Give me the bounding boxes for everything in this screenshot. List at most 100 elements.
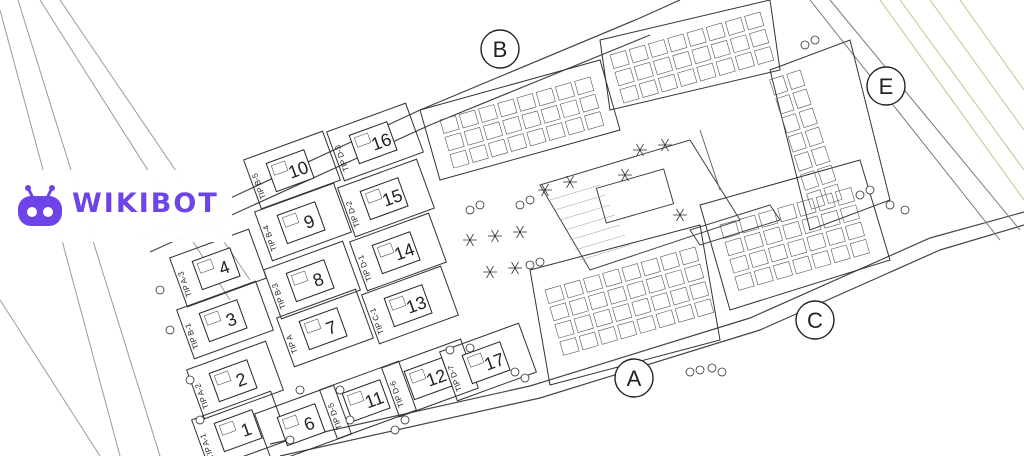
parking-stall (458, 109, 479, 129)
parking-stall (559, 337, 580, 356)
house-room (376, 242, 395, 258)
parking-stall (694, 298, 715, 318)
palm-tree-icon (618, 168, 632, 182)
shrub-icon (800, 40, 810, 50)
parking-stall (793, 151, 813, 172)
parking-stall (772, 261, 793, 280)
parking-stall (768, 243, 788, 263)
lot-boundary (360, 265, 460, 345)
parking-block (544, 246, 715, 356)
parking-stall (734, 272, 755, 291)
parking-stall (787, 132, 807, 153)
shrub-icon (535, 257, 545, 267)
brand-name: WIKIBOT (72, 188, 219, 219)
parking-cells (439, 11, 870, 356)
house-room (303, 318, 322, 334)
parking-stall (734, 51, 755, 71)
parking-stall (573, 314, 594, 333)
parking-stall (648, 39, 669, 58)
lot-boundary (253, 384, 353, 456)
parking-stall (800, 170, 820, 191)
parking-stall (640, 257, 661, 277)
parking-stall (653, 56, 674, 76)
parking-stall (811, 145, 831, 167)
house-room (408, 368, 427, 384)
wing-label-b: B (480, 29, 520, 69)
shrub-icon (865, 185, 875, 195)
brand-logo: WIKIBOT (0, 170, 232, 242)
shrub-icon (525, 260, 535, 270)
shrub-icon (285, 435, 295, 445)
parking-stall (579, 93, 600, 113)
lot-boundary (438, 322, 538, 402)
lot-boundary (190, 390, 290, 456)
house-footprint (359, 177, 409, 221)
parking-stall (686, 28, 707, 47)
shrub-icon (465, 343, 475, 353)
parking-stall (602, 268, 623, 288)
lot-boundary (318, 360, 418, 440)
parking-stall (710, 39, 731, 59)
parking-stall (744, 11, 765, 31)
parking-stall (753, 266, 774, 286)
house-room (218, 420, 237, 436)
parking-stall (449, 149, 470, 169)
palm-tree-icon (488, 229, 502, 243)
palm-tree-icon (513, 225, 527, 239)
parking-stall (628, 44, 649, 64)
parking-stall (588, 291, 609, 311)
house-footprint (298, 307, 348, 351)
parking-stall (796, 198, 817, 217)
parking-stall (787, 238, 808, 257)
shrub-icon (525, 195, 535, 205)
house-footprint (371, 231, 421, 275)
shrubs (155, 35, 910, 445)
parking-stall (659, 252, 680, 271)
wing-label-c: C (795, 300, 835, 340)
parking-stall (655, 309, 676, 329)
parking-stall (674, 304, 695, 323)
house-footprint (198, 299, 248, 343)
parking-stall (834, 187, 855, 206)
shrub-icon (390, 425, 400, 435)
parking-stall (516, 93, 537, 112)
courtyard-hatching (549, 184, 631, 261)
parking-stall (502, 115, 523, 135)
house-room (281, 414, 300, 430)
parking-stall (597, 326, 618, 345)
parking-stall (749, 28, 770, 48)
parking-stall (439, 115, 460, 134)
parking-stall (621, 263, 642, 282)
parking-stall (544, 285, 565, 304)
shrub-icon (165, 325, 175, 335)
shrub-icon (515, 200, 525, 210)
parking-stall (617, 320, 638, 340)
parking-stall (820, 209, 841, 229)
parking-stall (614, 67, 635, 87)
parking-stall (763, 226, 784, 246)
shrub-icon (295, 385, 305, 395)
parking-stall (815, 192, 836, 212)
shrub-icon (855, 190, 865, 200)
parking-stall (463, 127, 484, 146)
parking-stall (607, 285, 628, 305)
parking-stall (792, 255, 813, 275)
shrub-icon (685, 367, 695, 377)
parking-stall (545, 122, 566, 141)
parking-stall (801, 215, 822, 235)
palm-tree-icon (658, 138, 672, 152)
parking-stall (636, 315, 657, 334)
lot-boundary (262, 240, 362, 320)
central-courtyard (539, 129, 781, 271)
shrub-icon (155, 285, 165, 295)
house-room (364, 188, 383, 204)
parking-stall (633, 62, 654, 81)
house-footprint (341, 379, 391, 423)
